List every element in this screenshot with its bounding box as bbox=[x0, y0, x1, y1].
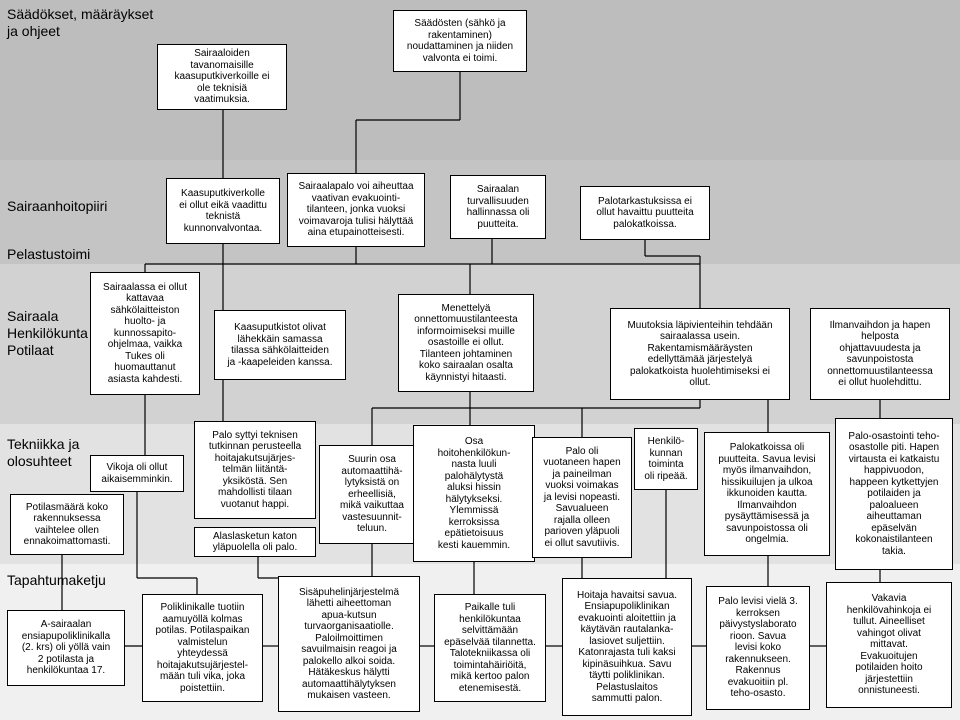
tech-box-fire-ignition: Palo syttyi teknisen tutkinnan perusteel… bbox=[194, 421, 316, 519]
event-box-third-patient: Poliklinikalle tuotiin aamuyöllä kolmas … bbox=[142, 594, 263, 702]
tech-box-fire-spread: Palo oli vuotaneen hapen ja paineilman v… bbox=[532, 437, 632, 558]
tech-box-patient-count: Potilasmäärä koko rakennuksessa vaihtele… bbox=[10, 494, 124, 555]
tech-box-fire-above-ceiling: Alaslasketun katon yläpuolella oli palo. bbox=[194, 527, 316, 557]
band-label-hospital-staff: Sairaala Henkilökunta Potilaat bbox=[7, 308, 88, 358]
event-box-initial-situation: A-sairaalan ensiapupoliklinikalla (2. kr… bbox=[7, 610, 125, 686]
event-box-evacuation: Hoitaja havaitsi savua. Ensiapupoliklini… bbox=[562, 578, 692, 716]
hospital-box-maintenance-program: Sairaalassa ei ollut kattavaa sähkölaitt… bbox=[90, 272, 200, 395]
band-label-hospital-district: Sairaanhoitopiiri bbox=[7, 198, 108, 214]
tech-box-smoke-spread: Palokatkoissa oli puutteita. Savua levis… bbox=[704, 432, 830, 556]
event-box-alarm: Sisäpuhelinjärjestelmä lähetti aiheettom… bbox=[278, 576, 420, 712]
band-label-rescue-services: Pelastustoimi bbox=[7, 246, 91, 262]
hospital-box-ventilation: Ilmanvaihdon ja hapen helposta ohjattavu… bbox=[810, 308, 950, 400]
regulation-box-gas-network: Sairaaloiden tavanomaisille kaasuputkive… bbox=[157, 44, 287, 110]
district-box-condition-monitoring: Kaasuputkiverkolle ei ollut eikä vaaditt… bbox=[166, 178, 280, 244]
district-box-safety-management: Sairaalan turvallisuuden hallinnassa oli… bbox=[450, 175, 546, 239]
event-box-third-floor: Palo levisi vielä 3. kerroksen päivystys… bbox=[706, 586, 810, 710]
tech-box-staff-confusion: Osa hoitohenkilökun- nasta luuli palohäl… bbox=[413, 425, 535, 562]
tech-box-false-alarms: Suurin osa automaattihä- lytyksistä on e… bbox=[319, 445, 425, 544]
hospital-box-information-procedure: Menettelyä onnettomuustilanteesta inform… bbox=[398, 294, 534, 392]
tech-box-icu-compartment: Palo-osastointi teho- osastolle piti. Ha… bbox=[835, 418, 953, 570]
band-label-technology: Tekniikka ja olosuhteet bbox=[7, 436, 80, 469]
tech-box-previous-faults: Vikoja oli ollut aikaisemminkin. bbox=[90, 455, 184, 492]
district-box-evacuation-resources: Sairaalapalo voi aiheuttaa vaativan evak… bbox=[287, 173, 425, 247]
tech-box-staff-action: Henkilö- kunnan toiminta oli ripeää. bbox=[634, 428, 698, 490]
band-label-regulations: Säädökset, määräykset ja ohjeet bbox=[7, 6, 154, 39]
band-label-event-chain: Tapahtumaketju bbox=[7, 572, 106, 588]
hospital-box-gas-pipes: Kaasuputkistot olivat lähekkäin samassa … bbox=[214, 310, 346, 380]
event-box-staff-arrive: Paikalle tuli henkilökuntaa selvittämään… bbox=[434, 594, 546, 702]
event-box-consequences: Vakavia henkilövahinkoja ei tullut. Aine… bbox=[826, 582, 952, 708]
regulation-box-compliance: Säädösten (sähkö ja rakentaminen) noudat… bbox=[393, 10, 527, 72]
hospital-box-fire-stops: Muutoksia läpivienteihin tehdään sairaal… bbox=[610, 308, 790, 400]
district-box-fire-inspections: Palotarkastuksissa ei ollut havaittu puu… bbox=[580, 186, 710, 240]
